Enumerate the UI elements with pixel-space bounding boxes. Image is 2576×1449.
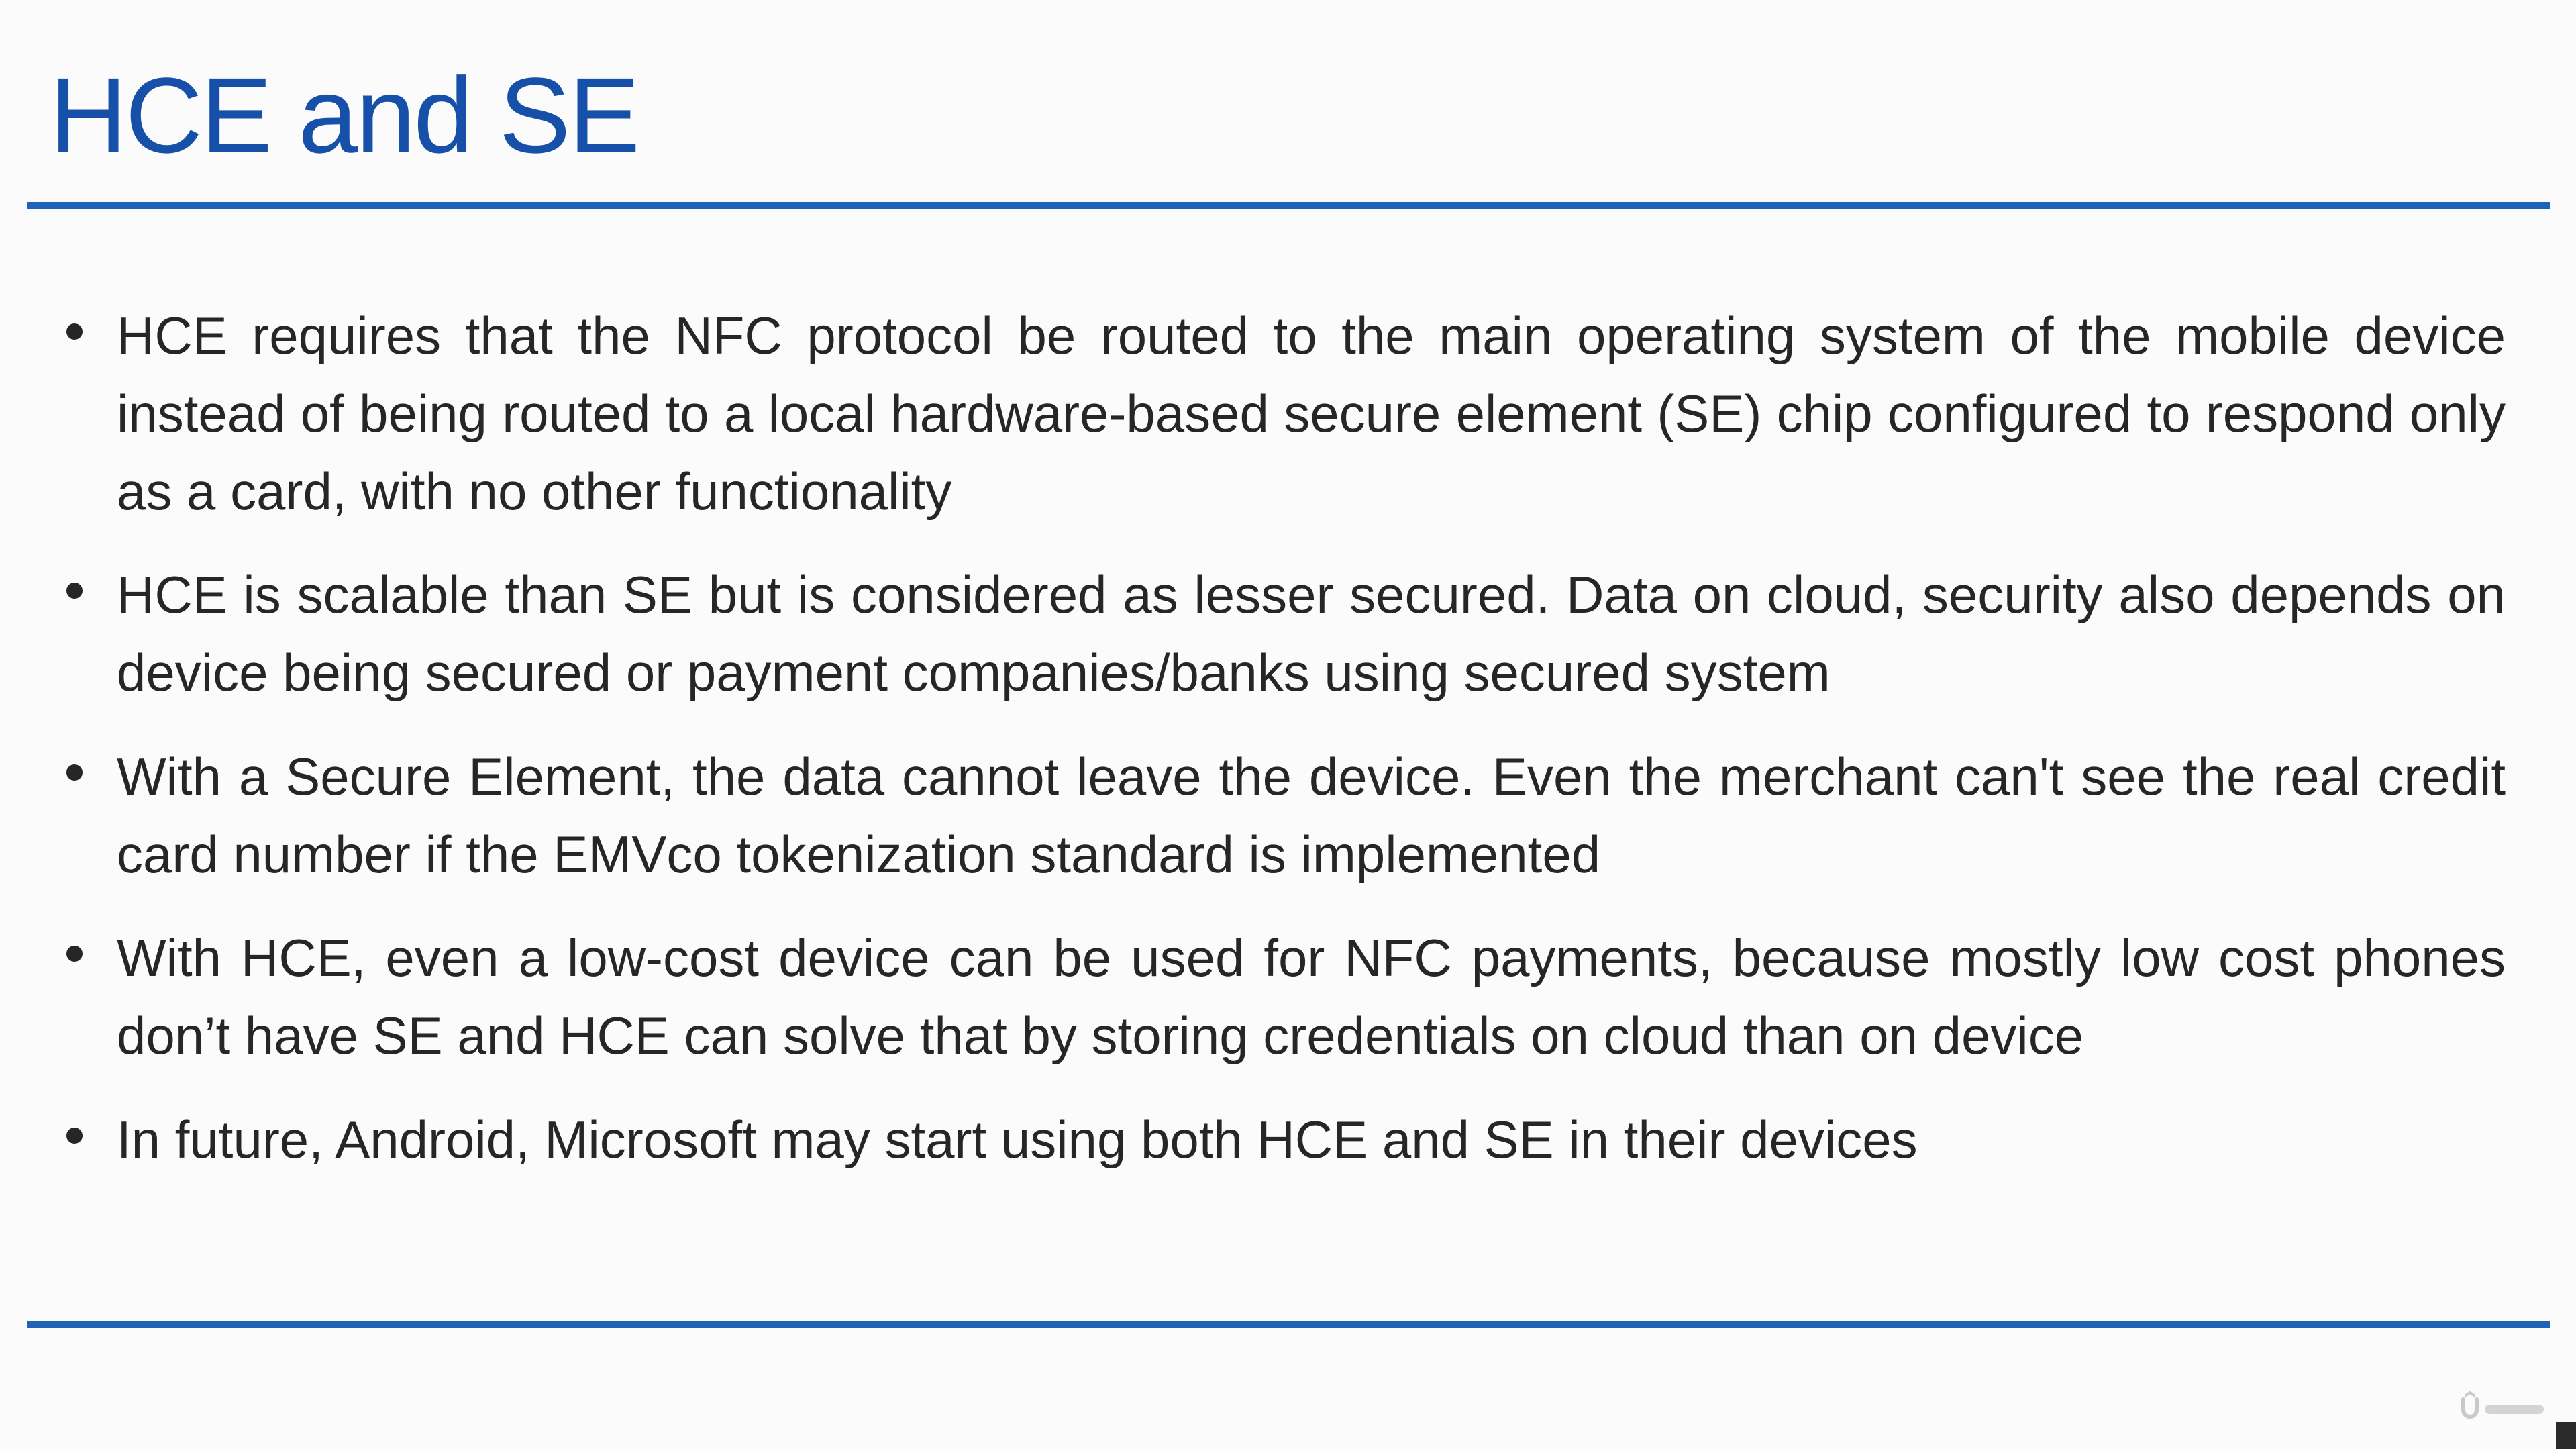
bullet-item: With a Secure Element, the data cannot l… bbox=[66, 738, 2506, 893]
bullet-dot-icon bbox=[66, 323, 83, 340]
bullet-text: HCE is scalable than SE but is considere… bbox=[117, 565, 2506, 702]
bullet-item: In future, Android, Microsoft may start … bbox=[66, 1101, 2506, 1179]
bullet-text: With a Secure Element, the data cannot l… bbox=[117, 747, 2506, 884]
slide-title: HCE and SE bbox=[50, 55, 640, 175]
bullet-text: HCE requires that the NFC protocol be ro… bbox=[117, 306, 2506, 521]
bullet-text: With HCE, even a low-cost device can be … bbox=[117, 928, 2506, 1065]
bullet-item: HCE requires that the NFC protocol be ro… bbox=[66, 297, 2506, 530]
bullet-item: HCE is scalable than SE but is considere… bbox=[66, 556, 2506, 711]
udemy-logo-icon bbox=[2461, 1391, 2544, 1419]
footer-divider bbox=[27, 1321, 2550, 1328]
bullet-item: With HCE, even a low-cost device can be … bbox=[66, 919, 2506, 1075]
corner-mark bbox=[2556, 1422, 2576, 1449]
title-divider bbox=[27, 202, 2550, 209]
bullet-dot-icon bbox=[66, 946, 83, 962]
bullet-text: In future, Android, Microsoft may start … bbox=[117, 1110, 1918, 1169]
bullet-dot-icon bbox=[66, 583, 83, 599]
bullet-dot-icon bbox=[66, 1128, 83, 1144]
bullet-dot-icon bbox=[66, 764, 83, 781]
